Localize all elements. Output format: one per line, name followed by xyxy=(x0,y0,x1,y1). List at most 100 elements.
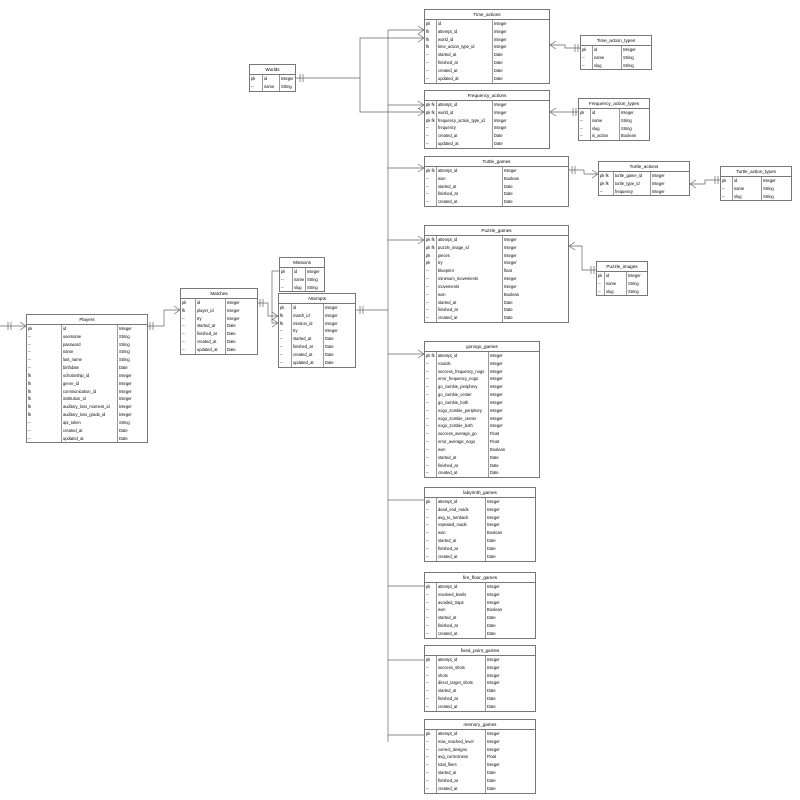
column-divider xyxy=(604,272,605,296)
column-divider xyxy=(436,20,437,83)
field-key: -- xyxy=(426,199,429,205)
entity-title: Puzzle_images xyxy=(597,262,647,272)
column-divider xyxy=(621,46,622,70)
field-name: created_at xyxy=(293,351,313,357)
field-key: fk xyxy=(280,320,284,326)
field-type: Integer xyxy=(494,125,507,131)
field-name: won xyxy=(438,291,446,297)
field-type: Integer xyxy=(487,522,500,528)
entity-title: memory_games xyxy=(425,720,535,730)
field-type: Integer xyxy=(119,372,132,378)
field-type: Date xyxy=(325,351,334,357)
field-name: mission_id xyxy=(293,320,313,326)
field-type: Integer xyxy=(490,423,503,429)
column-divider xyxy=(492,101,493,148)
field-name: won xyxy=(438,530,446,536)
field-type: Date xyxy=(494,75,503,81)
field-key: -- xyxy=(426,175,429,181)
field-name: started_at xyxy=(438,183,457,189)
field-name: world_id xyxy=(438,36,454,42)
column-divider xyxy=(485,730,486,793)
field-name: puzzle_image_id xyxy=(438,244,469,250)
field-type: Date xyxy=(504,299,513,305)
field-name: created_at xyxy=(438,785,458,791)
column-divider xyxy=(436,730,437,793)
field-key: -- xyxy=(280,336,283,342)
column-divider xyxy=(436,498,437,561)
field-type: Date xyxy=(325,336,334,342)
field-name: won xyxy=(438,175,446,181)
field-name: won xyxy=(438,446,446,452)
column-divider xyxy=(436,656,437,711)
field-name: repeated_roads xyxy=(438,522,467,528)
field-type: String xyxy=(119,333,130,339)
field-type: float xyxy=(504,268,512,274)
column-divider xyxy=(262,75,263,91)
field-key: fk xyxy=(28,412,32,418)
field-type: Integer xyxy=(504,283,517,289)
field-name: name xyxy=(594,54,605,60)
field-name: created_at xyxy=(197,339,217,345)
field-name: created_at xyxy=(438,67,458,73)
field-key: fk xyxy=(28,388,32,394)
field-key: -- xyxy=(426,762,429,768)
field-name: started_at xyxy=(438,688,457,694)
field-key: -- xyxy=(598,288,601,294)
field-key: -- xyxy=(28,349,31,355)
field-type: Boolean xyxy=(621,133,637,139)
column-divider xyxy=(305,268,306,292)
field-name: updated_at xyxy=(293,359,314,365)
field-name: id xyxy=(438,21,442,26)
field-key: fk xyxy=(426,28,430,34)
field-name: success_average_go xyxy=(438,431,477,437)
field-key: -- xyxy=(426,454,429,460)
field-name: name xyxy=(294,276,304,282)
entity-title: Worlds xyxy=(250,65,295,75)
field-type: Date xyxy=(325,344,334,350)
field-name: institution_id xyxy=(63,396,86,402)
field-name: created_at xyxy=(438,703,458,709)
field-key: -- xyxy=(426,664,429,670)
field-name: nogo_zombie_periphery xyxy=(438,407,482,413)
field-type: Date xyxy=(487,688,496,694)
field-type: Integer xyxy=(763,178,776,183)
field-type: String xyxy=(621,117,632,123)
